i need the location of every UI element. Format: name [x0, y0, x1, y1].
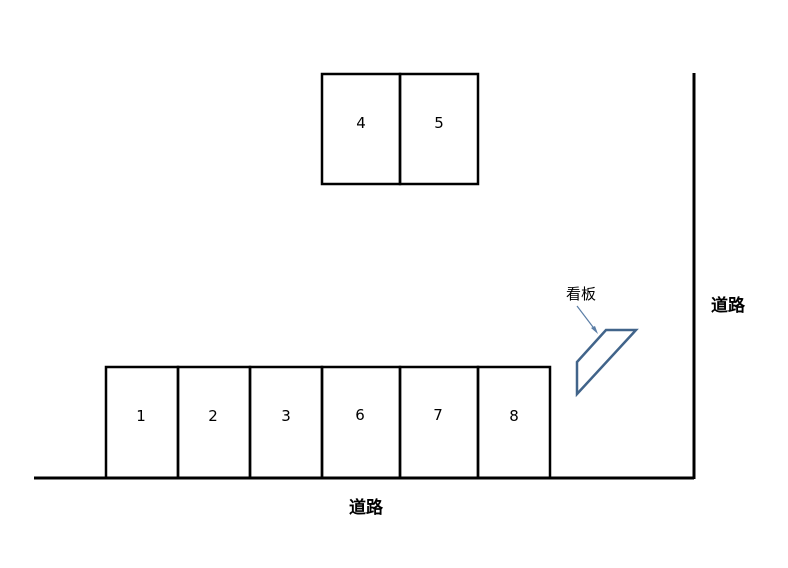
- slot-label-3: 3: [281, 407, 291, 425]
- signboard-label: 看板: [566, 285, 596, 303]
- parking-slot-8: [476, 365, 552, 480]
- slot-label-1: 1: [136, 407, 146, 425]
- signboard: 看板: [566, 285, 639, 398]
- upper-parking-block: 4 5: [320, 72, 480, 186]
- bottom-road-label: 道路: [349, 497, 384, 518]
- slot-label-2: 2: [208, 407, 218, 425]
- signboard-pointer-arrowhead: [591, 326, 598, 334]
- slot-label-8: 8: [509, 407, 519, 425]
- parking-slot-5: [398, 72, 480, 186]
- signboard-pointer-line: [576, 305, 597, 332]
- slot-label-5: 5: [434, 114, 444, 132]
- right-road-label: 道路: [711, 295, 746, 316]
- signboard-shape: [575, 328, 639, 398]
- lower-parking-block: 1 2 3 6 7 8: [104, 365, 552, 480]
- slot-label-6: 6: [355, 406, 365, 424]
- slot-label-7: 7: [433, 406, 443, 424]
- slot-label-4: 4: [356, 114, 366, 132]
